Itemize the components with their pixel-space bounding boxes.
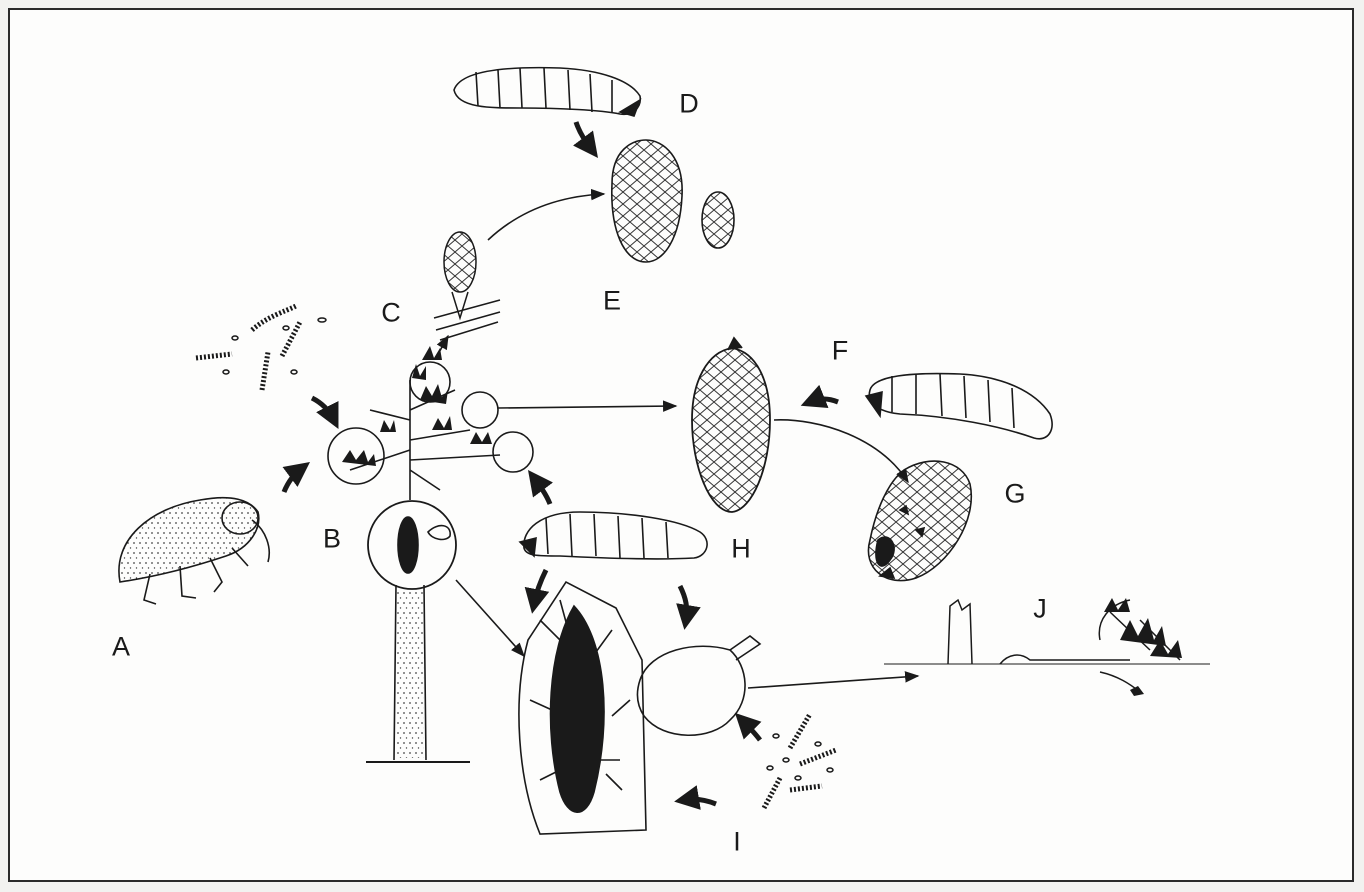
mature-cone: [692, 338, 770, 512]
label-a: A: [112, 634, 130, 661]
killed-leader-j: [884, 598, 1210, 696]
label-c: C: [381, 300, 401, 327]
label-d: D: [679, 91, 699, 118]
label-e: E: [603, 288, 621, 315]
label-f: F: [832, 338, 849, 365]
larvae-cluster-lower: [764, 714, 836, 808]
first-year-conelet: [434, 232, 500, 340]
weevil-adult: [119, 498, 269, 604]
larva-f: [866, 374, 1052, 439]
stem-cross-section: [519, 582, 646, 834]
label-j: J: [1033, 596, 1047, 623]
larvae-cluster-upper: [196, 306, 326, 390]
label-g: G: [1004, 481, 1025, 508]
larva-h: [520, 512, 707, 559]
pupal-chamber: [637, 636, 760, 735]
label-b: B: [323, 526, 341, 553]
larva-d: [454, 68, 640, 116]
label-i: I: [733, 829, 741, 856]
damaged-cones-e: [612, 140, 734, 262]
label-h: H: [731, 536, 751, 563]
infested-cone-g: [868, 461, 971, 581]
